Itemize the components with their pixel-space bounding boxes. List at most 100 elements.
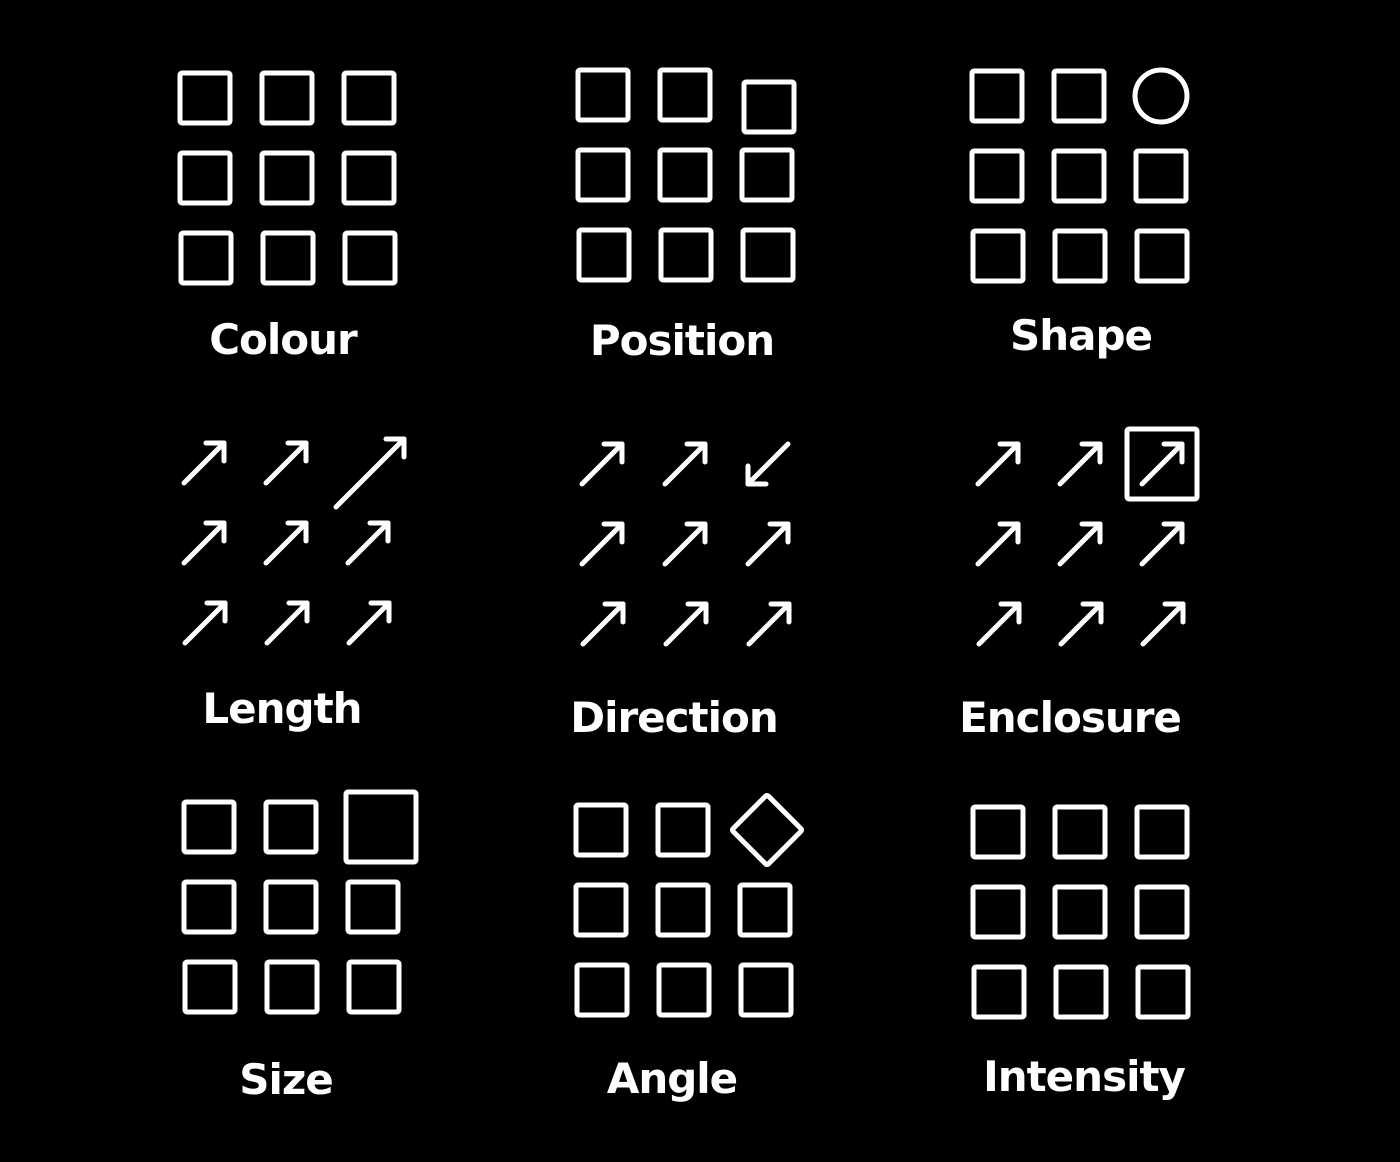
shape-mark-1-2 [1133, 148, 1189, 204]
intensity-mark-2-1 [1053, 964, 1109, 1020]
intensity-mark-2-2 [1135, 964, 1191, 1020]
panel-shape: Shape [969, 67, 1190, 360]
position-mark-2-0 [576, 227, 632, 283]
intensity-mark-2-0 [971, 964, 1027, 1020]
colour-mark-2-0 [178, 230, 234, 286]
direction-mark-1-0 [579, 521, 625, 567]
size-mark-0-1 [263, 799, 319, 855]
intensity-mark-1-0 [970, 884, 1026, 940]
intensity-mark-0-0 [970, 804, 1026, 860]
direction-mark-1-2 [745, 521, 791, 567]
shape-mark-2-0 [970, 228, 1026, 284]
angle-mark-0-1 [655, 802, 711, 858]
size-mark-0-2 [343, 789, 419, 865]
caption-enclosure: Enclosure [959, 693, 1181, 742]
direction-mark-0-2 [745, 441, 791, 487]
enclosure-mark-1-2 [1139, 521, 1185, 567]
size-mark-2-2 [346, 959, 402, 1015]
angle-mark-1-0 [573, 882, 629, 938]
position-mark-2-1 [658, 227, 714, 283]
length-mark-0-1 [263, 440, 309, 486]
direction-mark-1-1 [662, 521, 708, 567]
colour-mark-1-2 [341, 150, 397, 206]
enclosure-mark-2-0 [976, 601, 1022, 647]
caption-direction: Direction [570, 693, 778, 742]
panel-colour: Colour [177, 70, 398, 364]
enclosure-grid [975, 426, 1200, 647]
length-mark-2-1 [264, 600, 310, 646]
length-mark-1-2 [345, 520, 391, 566]
shape-mark-0-1 [1051, 68, 1107, 124]
intensity-mark-1-1 [1052, 884, 1108, 940]
length-mark-0-2 [333, 436, 407, 510]
caption-colour: Colour [209, 315, 358, 364]
enclosure-mark-2-2 [1140, 601, 1186, 647]
position-mark-0-2 [741, 79, 797, 135]
direction-grid [579, 441, 792, 647]
caption-intensity: Intensity [983, 1052, 1185, 1101]
colour-grid [177, 70, 398, 286]
length-grid [181, 436, 407, 646]
panel-enclosure: Enclosure [959, 426, 1200, 742]
size-mark-1-2 [345, 879, 401, 935]
shape-mark-2-2 [1134, 228, 1190, 284]
intensity-mark-0-2 [1134, 804, 1190, 860]
intensity-mark-1-2 [1134, 884, 1190, 940]
shape-grid [969, 67, 1190, 284]
panel-angle: Angle [573, 792, 805, 1103]
direction-mark-2-1 [663, 601, 709, 647]
size-grid [181, 789, 419, 1015]
position-mark-1-1 [657, 147, 713, 203]
direction-mark-2-0 [580, 601, 626, 647]
enclosure-mark-2-1 [1058, 601, 1104, 647]
caption-angle: Angle [607, 1054, 737, 1103]
enclosure-mark-1-0 [975, 521, 1021, 567]
length-mark-2-0 [182, 600, 228, 646]
panel-size: Size [181, 789, 419, 1104]
panel-length: Length [181, 436, 407, 733]
shape-mark-0-0 [969, 68, 1025, 124]
length-mark-1-0 [181, 520, 227, 566]
size-mark-2-1 [264, 959, 320, 1015]
angle-mark-1-1 [655, 882, 711, 938]
shape-mark-1-0 [969, 148, 1025, 204]
angle-mark-0-2 [729, 792, 805, 868]
length-mark-0-0 [181, 440, 227, 486]
position-mark-1-2 [739, 147, 795, 203]
length-mark-1-1 [263, 520, 309, 566]
enclosure-mark-0-1 [1057, 441, 1103, 487]
enclosure-mark-0-0 [975, 441, 1021, 487]
panel-direction: Direction [570, 441, 792, 742]
position-mark-0-0 [575, 67, 631, 123]
angle-mark-0-0 [573, 802, 629, 858]
direction-mark-0-0 [579, 441, 625, 487]
enclosure-enclosure-box [1124, 426, 1200, 502]
colour-mark-2-1 [260, 230, 316, 286]
intensity-grid [970, 804, 1191, 1020]
colour-mark-0-2 [341, 70, 397, 126]
colour-mark-2-2 [342, 230, 398, 286]
position-mark-0-1 [657, 67, 713, 123]
position-grid [575, 67, 797, 283]
colour-mark-1-1 [259, 150, 315, 206]
angle-mark-2-2 [738, 962, 794, 1018]
panel-intensity: Intensity [970, 804, 1191, 1101]
angle-mark-2-0 [574, 962, 630, 1018]
enclosure-mark-0-2 [1139, 441, 1185, 487]
length-mark-2-2 [346, 600, 392, 646]
colour-mark-0-0 [177, 70, 233, 126]
enclosure-mark-1-1 [1057, 521, 1103, 567]
caption-length: Length [202, 684, 361, 733]
colour-mark-1-0 [177, 150, 233, 206]
angle-grid [573, 792, 805, 1018]
direction-mark-2-2 [746, 601, 792, 647]
intensity-mark-0-1 [1052, 804, 1108, 860]
angle-mark-2-1 [656, 962, 712, 1018]
position-mark-2-2 [740, 227, 796, 283]
size-mark-0-0 [181, 799, 237, 855]
size-mark-2-0 [182, 959, 238, 1015]
angle-mark-1-2 [737, 882, 793, 938]
colour-mark-0-1 [259, 70, 315, 126]
shape-mark-1-1 [1051, 148, 1107, 204]
